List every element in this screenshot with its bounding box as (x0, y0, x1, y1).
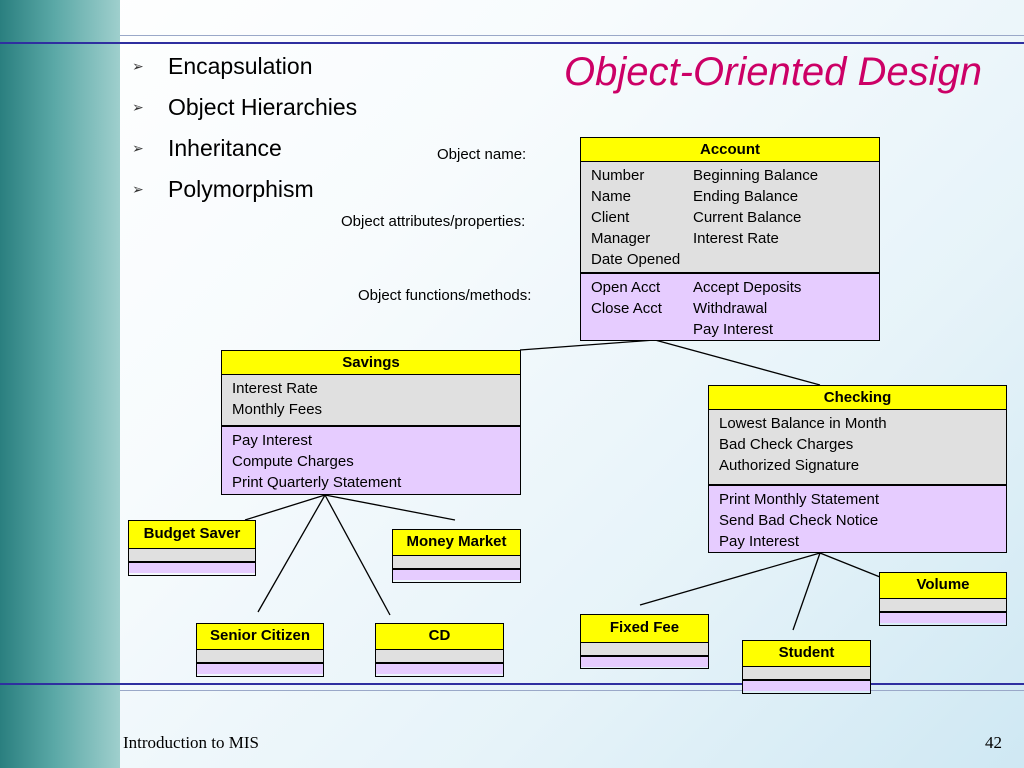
page-number: 42 (985, 733, 1002, 752)
fixed-fee-class-box: Fixed Fee (580, 614, 709, 669)
footer-course-name: Introduction to MIS (123, 733, 259, 752)
volume-methods (880, 613, 1006, 623)
arrow-bullet-icon: ➢ (132, 99, 144, 115)
bottom-rule-thin (120, 690, 1024, 691)
budget-saver-header: Budget Saver (129, 521, 255, 549)
method-row: Print Quarterly Statement (232, 474, 402, 491)
link-savings-budget-saver (244, 494, 326, 521)
savings-methods: Pay Interest Compute Charges Print Quart… (222, 427, 520, 494)
cd-attributes (376, 650, 503, 664)
budget-saver-class-box: Budget Saver (128, 520, 256, 576)
money-market-attributes (393, 556, 520, 570)
cd-class-box: CD (375, 623, 504, 677)
method-row: Pay Interest (232, 432, 313, 449)
volume-header: Volume (880, 573, 1006, 599)
attribute-row: Monthly Fees (232, 401, 323, 418)
link-checking-volume (819, 552, 881, 578)
slide-title: Object-Oriented Design (564, 50, 982, 94)
bottom-rule (0, 683, 1024, 685)
fixed-fee-methods (581, 657, 708, 667)
arrow-bullet-icon: ➢ (132, 140, 144, 156)
account-header: Account (581, 138, 879, 162)
fixed-fee-attributes (581, 643, 708, 657)
link-savings-senior-citizen (257, 494, 326, 613)
savings-attributes: Interest Rate Monthly Fees (222, 375, 520, 427)
attribute-row: Interest Rate (232, 380, 318, 397)
money-market-class-box: Money Market (392, 529, 521, 583)
senior-citizen-header: Senior Citizen (197, 624, 323, 650)
cd-methods (376, 664, 503, 674)
top-rule-thin (120, 35, 1024, 36)
student-methods (743, 681, 870, 691)
method-row: Compute Charges (232, 453, 354, 470)
method-row: Print Monthly Statement (719, 491, 880, 508)
fixed-fee-header: Fixed Fee (581, 615, 708, 643)
budget-saver-methods (129, 563, 255, 573)
senior-citizen-methods (197, 664, 323, 674)
cd-header: CD (376, 624, 503, 650)
savings-class-box: Savings Interest Rate Monthly Fees Pay I… (221, 350, 521, 495)
link-savings-money-market (324, 494, 456, 521)
checking-methods: Print Monthly Statement Send Bad Check N… (709, 486, 1006, 552)
object-attributes-label: Object attributes/properties: (341, 213, 526, 230)
savings-header: Savings (222, 351, 520, 375)
arrow-bullet-icon: ➢ (132, 181, 144, 197)
checking-attributes: Lowest Balance in Month Bad Check Charge… (709, 410, 1006, 486)
object-name-label: Object name: (437, 146, 527, 163)
link-checking-student (792, 552, 821, 631)
link-savings-cd (324, 494, 391, 616)
method-row: Pay Interest (693, 321, 774, 338)
student-attributes (743, 667, 870, 681)
checking-class-box: Checking Lowest Balance in Month Bad Che… (708, 385, 1007, 553)
money-market-methods (393, 570, 520, 580)
attribute-row: Lowest Balance in Month (719, 415, 887, 432)
object-methods-label: Object functions/methods: (358, 287, 532, 304)
senior-citizen-attributes (197, 650, 323, 664)
money-market-header: Money Market (393, 530, 520, 556)
volume-class-box: Volume (879, 572, 1007, 626)
top-rule (0, 42, 1024, 44)
sidebar-band (0, 0, 120, 768)
volume-attributes (880, 599, 1006, 613)
method-row: Pay Interest (719, 533, 800, 550)
link-account-savings (519, 339, 656, 351)
bullet-item: ➢Object Hierarchies (132, 91, 357, 132)
arrow-bullet-icon: ➢ (132, 58, 144, 74)
senior-citizen-class-box: Senior Citizen (196, 623, 324, 677)
student-class-box: Student (742, 640, 871, 694)
link-account-checking (654, 339, 821, 386)
bullet-item: ➢Inheritance (132, 132, 357, 173)
bullet-item: ➢Encapsulation (132, 50, 357, 91)
student-header: Student (743, 641, 870, 667)
bullet-item: ➢Polymorphism (132, 173, 357, 214)
attribute-row: Date Opened (591, 251, 681, 268)
attribute-row: Authorized Signature (719, 457, 860, 474)
link-checking-fixed-fee (639, 552, 821, 606)
bullet-list: ➢Encapsulation ➢Object Hierarchies ➢Inhe… (132, 50, 357, 214)
budget-saver-attributes (129, 549, 255, 563)
checking-header: Checking (709, 386, 1006, 410)
attribute-row: Bad Check Charges (719, 436, 854, 453)
method-row: Send Bad Check Notice (719, 512, 879, 529)
